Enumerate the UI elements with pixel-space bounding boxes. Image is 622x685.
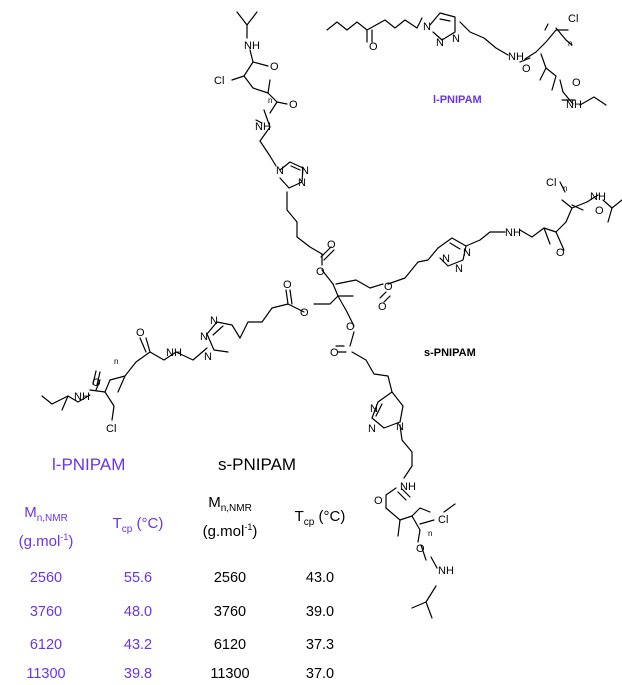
atom-o-ester-top: O <box>327 239 336 251</box>
atom-n-triazole-top: N <box>276 165 284 177</box>
atom-n-left-1: N <box>210 315 218 327</box>
atom-n-triazole-top-2: N <box>298 177 306 189</box>
atom-o-right-3: O <box>556 247 565 259</box>
atom-o-linear-2: O <box>522 63 531 75</box>
atom-cl-left: Cl <box>106 423 116 435</box>
atom-o-bottom-2: O <box>330 347 339 359</box>
atom-o-right-4: O <box>595 205 604 217</box>
star-row-2-tcp: 39.0 <box>305 604 335 620</box>
star-row-3-mn: 6120 <box>213 637 247 653</box>
atom-o-linear-1: O <box>369 41 378 53</box>
star-arm-top <box>231 11 335 285</box>
linear-row-1-tcp: 55.6 <box>123 570 153 586</box>
atom-cl-bottom: Cl <box>438 514 448 526</box>
atom-n-repeat-linear: n <box>568 39 572 48</box>
atom-n-linear-3: N <box>452 33 460 45</box>
atom-nh-linear-2: NH <box>566 99 582 111</box>
atom-nh-left-2: NH <box>74 391 90 403</box>
atom-nh-top: NH <box>244 40 260 52</box>
atom-o-bottom-4: O <box>416 543 425 555</box>
atom-n-linear-2: N <box>436 37 444 49</box>
star-arm-bottom <box>335 331 456 619</box>
atom-n-repeat-top: n <box>268 96 272 105</box>
linear-row-4-mn: 11300 <box>26 666 66 682</box>
atom-o-left-3: O <box>136 327 145 339</box>
atom-n-repeat-left: n <box>114 357 118 366</box>
atom-cl-linear: Cl <box>568 13 578 25</box>
atom-o-bottom-3: O <box>374 495 383 507</box>
atom-o-right: O <box>384 281 393 293</box>
star-row-1-tcp: 43.0 <box>305 570 335 586</box>
atom-o-right-2: O <box>378 301 387 313</box>
linear-row-3-mn: 6120 <box>29 637 63 653</box>
linear-tcp-header: Tcp (°C) <box>112 515 164 535</box>
star-row-1-mn: 2560 <box>213 570 247 586</box>
atom-n-bottom-3: N <box>396 421 404 433</box>
atom-o-left-2: O <box>283 279 292 291</box>
atom-n-repeat-bottom: n <box>428 529 432 538</box>
star-row-4-tcp: 37.0 <box>305 666 335 682</box>
linear-table-title: l-PNIPAM <box>52 455 126 474</box>
atom-n-right-2: N <box>455 263 463 275</box>
pentaerythritol-core <box>313 283 355 327</box>
linear-row-2-tcp: 48.0 <box>123 604 153 620</box>
atom-nh-left: NH <box>166 347 182 359</box>
star-mn-header: Mn,NMR (g.mol-1) <box>202 494 258 540</box>
atom-nh-right: NH <box>505 227 521 239</box>
linear-row-2-mn: 3760 <box>29 604 63 620</box>
atom-n-triazole-top-3: N <box>301 165 309 177</box>
atom-o-left: O <box>300 307 309 319</box>
atom-o-top: O <box>270 61 279 73</box>
star-row-4-mn: 11300 <box>210 666 250 682</box>
atom-o-top-2: O <box>289 99 298 111</box>
linear-mn-header: Mn,NMR (g.mol-1) <box>18 504 74 550</box>
star-row-3-tcp: 37.3 <box>305 637 335 653</box>
atom-o-left-4: O <box>92 377 101 389</box>
atom-nh-bottom: NH <box>400 481 416 493</box>
atom-nh-right-2: NH <box>590 191 606 203</box>
star-tcp-header: Tcp (°C) <box>294 508 346 528</box>
atom-nh-bottom-2: NH <box>438 565 454 577</box>
star-arm-right <box>335 181 622 303</box>
linear-pnipam-structure <box>326 12 607 106</box>
star-row-2-mn: 3760 <box>213 604 247 620</box>
atom-cl-right: Cl <box>546 177 556 189</box>
atom-n-repeat-right: n <box>563 184 567 193</box>
linear-row-4-tcp: 39.8 <box>123 666 153 682</box>
atom-n-left-2: N <box>200 331 208 343</box>
atom-n-right-1: N <box>442 253 450 265</box>
linear-structure-caption: l-PNIPAM <box>433 94 482 106</box>
atom-o-linear-3: O <box>572 77 581 89</box>
linear-row-1-mn: 2560 <box>29 570 63 586</box>
atom-cl-top: Cl <box>214 75 224 87</box>
atom-o-top-core: O <box>316 266 325 278</box>
atom-n-right-3: N <box>463 247 471 259</box>
star-table-title: s-PNIPAM <box>218 455 297 474</box>
star-structure-caption: s-PNIPAM <box>424 347 476 359</box>
atom-n-bottom-2: N <box>368 423 376 435</box>
atom-n-bottom-1: N <box>370 403 378 415</box>
star-arm-left <box>41 289 305 421</box>
atom-o-bottom: O <box>346 321 355 333</box>
atom-n-linear-1: N <box>423 21 431 33</box>
atom-nh-top-2: NH <box>255 121 271 133</box>
atom-nh-linear: NH <box>508 51 524 63</box>
atom-n-left-3: N <box>204 351 212 363</box>
linear-row-3-tcp: 43.2 <box>123 637 153 653</box>
